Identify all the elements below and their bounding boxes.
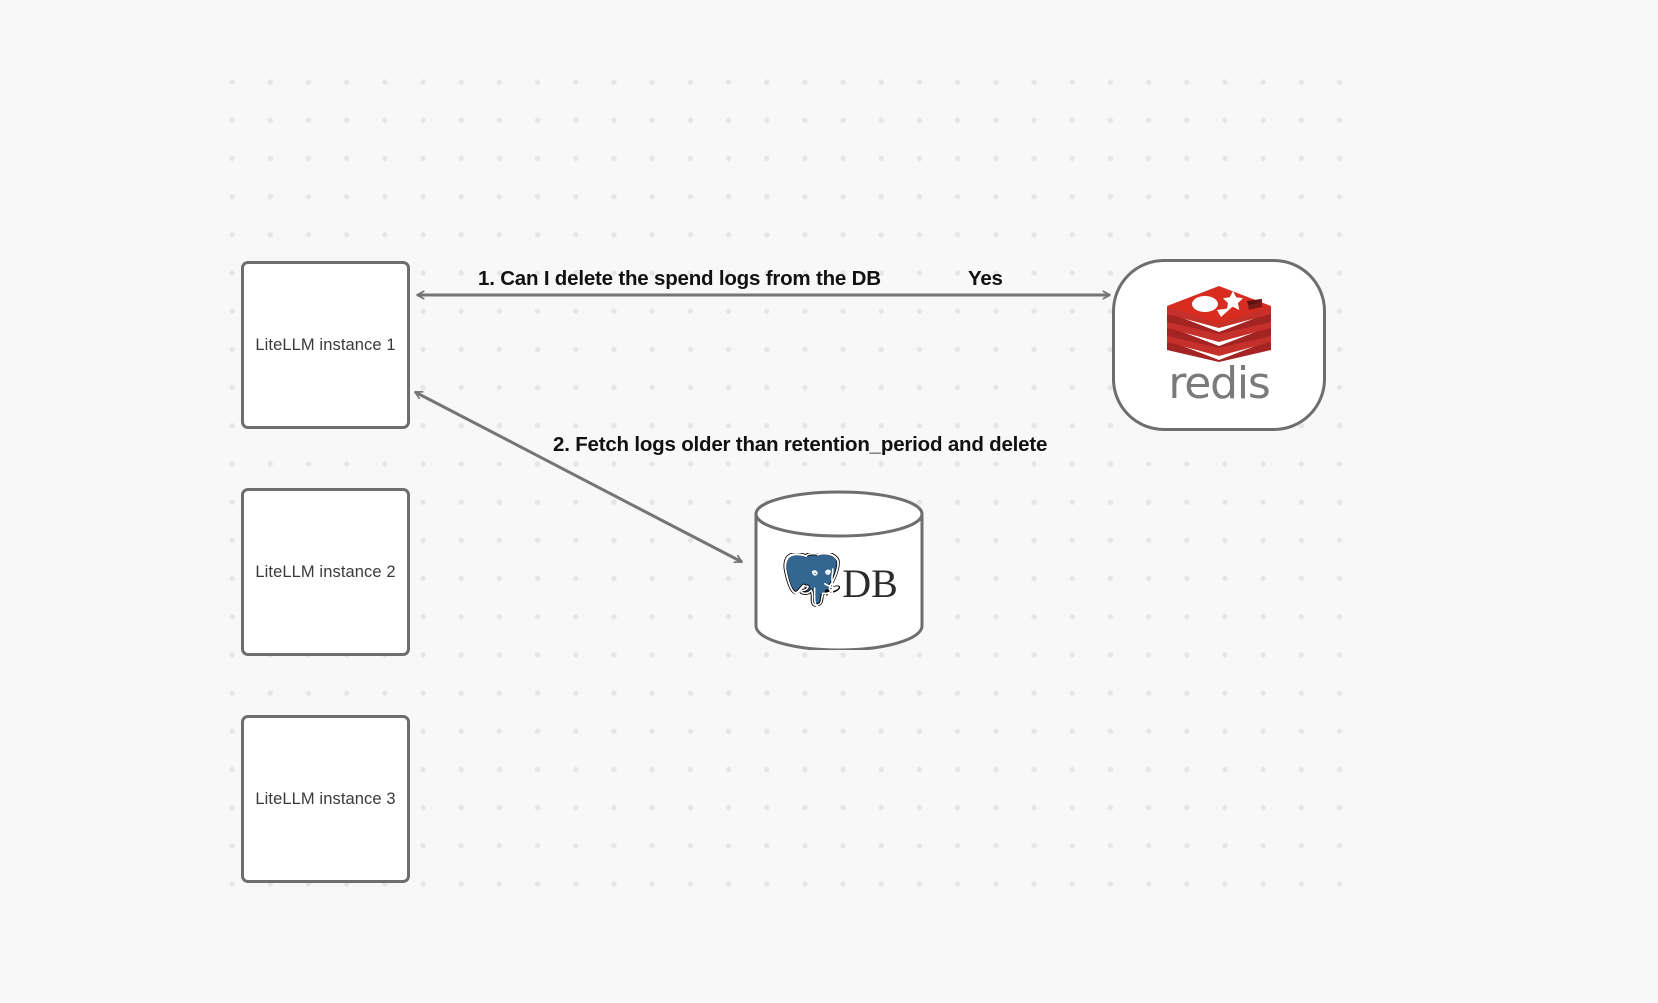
node-litellm-instance-3-label: LiteLLM instance 3 <box>255 789 396 808</box>
cylinder-shape <box>754 490 924 650</box>
node-redis[interactable]: redis <box>1112 259 1326 431</box>
node-litellm-instance-2[interactable]: LiteLLM instance 2 <box>241 488 410 656</box>
redis-stack-icon <box>1167 286 1271 362</box>
db-logo-row: DB <box>753 548 925 620</box>
node-database[interactable]: DB <box>753 490 925 650</box>
edge-litellm1-db <box>415 390 742 564</box>
redis-logo: redis <box>1163 284 1275 406</box>
node-litellm-instance-2-label: LiteLLM instance 2 <box>255 562 396 581</box>
postgresql-elephant-icon <box>783 553 841 609</box>
edge-label-yes: Yes <box>968 267 1003 290</box>
db-label: DB <box>842 561 898 606</box>
node-litellm-instance-3[interactable]: LiteLLM instance 3 <box>241 715 410 883</box>
redis-wordmark: redis <box>1168 358 1270 409</box>
node-litellm-instance-1-label: LiteLLM instance 1 <box>255 335 396 354</box>
edge-label-step-1: 1. Can I delete the spend logs from the … <box>478 267 881 290</box>
node-litellm-instance-1[interactable]: LiteLLM instance 1 <box>241 261 410 429</box>
edge-label-step-2: 2. Fetch logs older than retention_perio… <box>553 433 1048 456</box>
